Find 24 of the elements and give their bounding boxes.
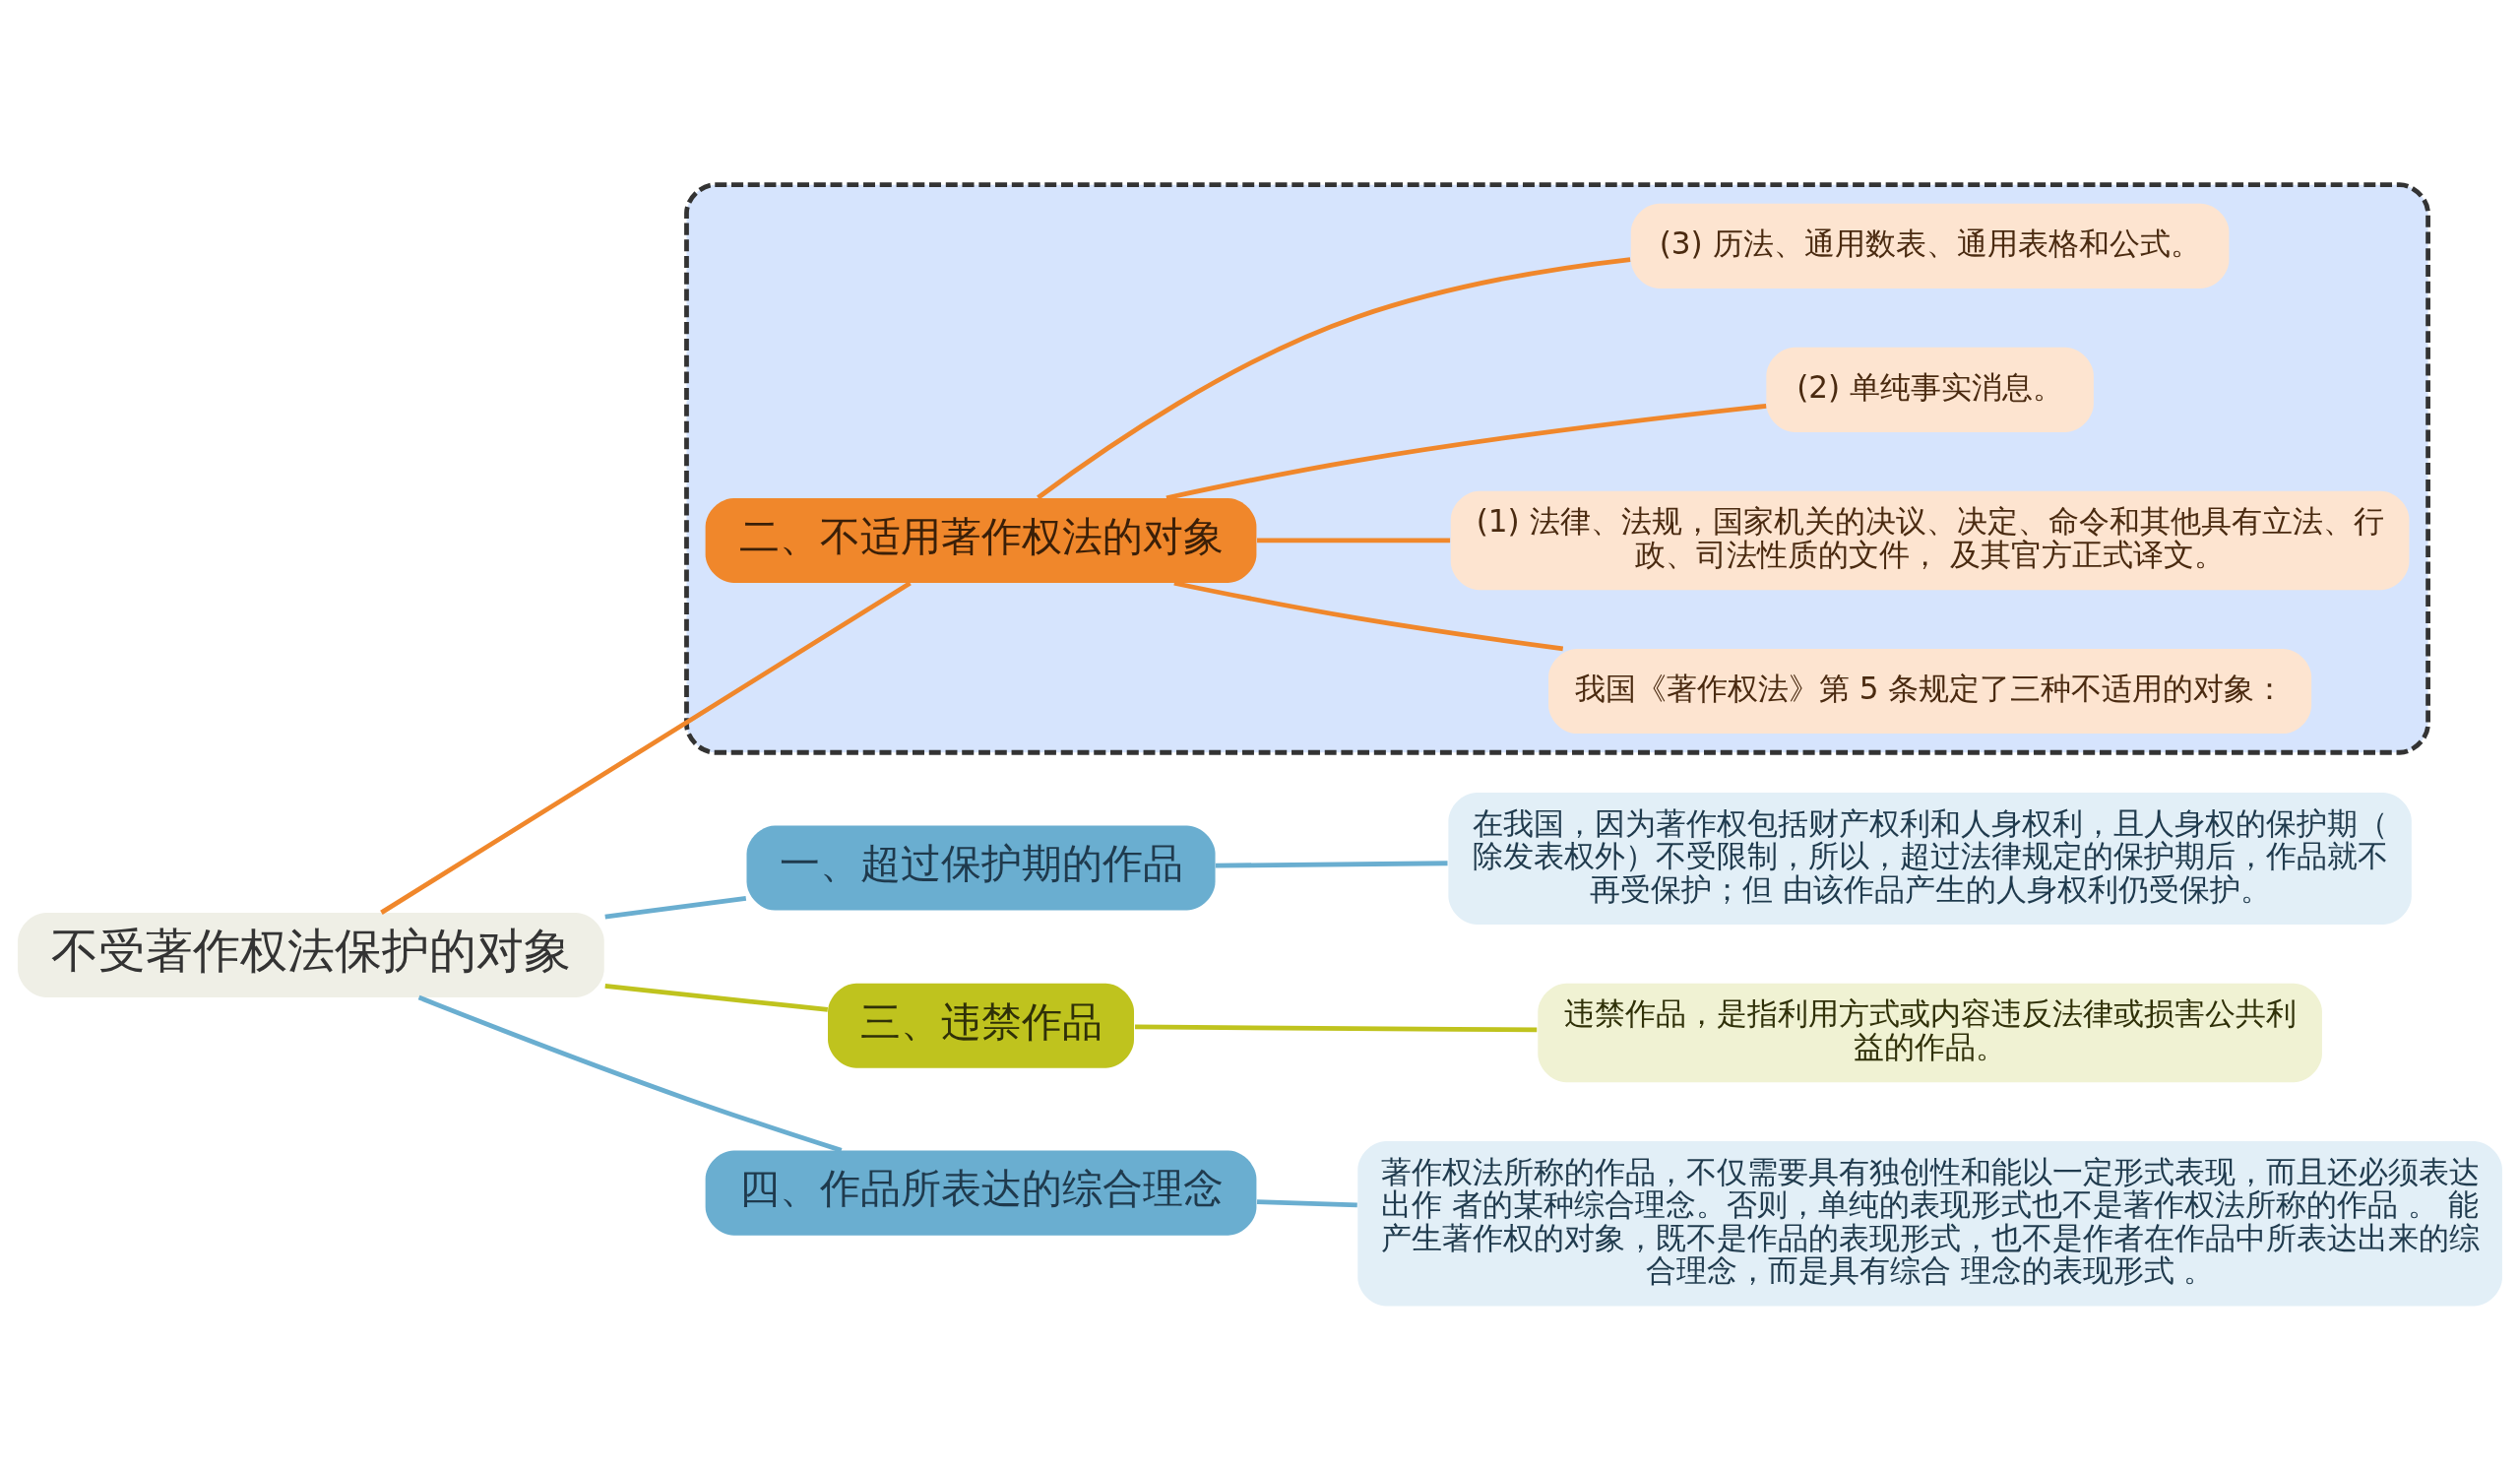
node-box: 著作权法所称的作品，不仅需要具有独创性和能以一定形式表现，而且还必须表达出作 者的某种综合理念。否则，单纯的表现形式也不是著作权法所称的作品 。 能产生著作权的对象，既不是作品的表现形式，也不是作者在作品中所表达出来的综合理念，而是具有综合 理念的表现形式 。 [1357,1140,2502,1307]
node-box: (1) 法律、法规，国家机关的决议、决定、命令和其他具有立法、行政、司法性质的文件， 及其官方正式译文。 [1450,490,2410,591]
connector [1173,580,1564,652]
node-box: (3) 历法、通用数表、通用表格和公式。 [1630,203,2230,288]
connector [1166,403,1767,501]
node-box: 违禁作品，是指利用方式或内容违反法律或损害公共利益的作品。 [1538,983,2322,1083]
cluster [684,182,2430,755]
connector [604,984,829,1012]
connector [1135,1024,1538,1033]
node-box: 二、不适用著作权法的对象 [705,497,1257,583]
node-box: 在我国，因为著作权包括财产权利和人身权利，且人身权的保护期（除发表权外）不受限制，所以，超过法律规定的保护期后，作品就不再受保护；但 由该作品产生的人身权利仍受保护。 [1448,792,2412,925]
node-box: 三、违禁作品 [828,983,1134,1068]
connector [1215,861,1448,868]
node-box: 我国《著作权法》第 5 条规定了三种不适用的对象： [1548,649,2312,735]
connector [1037,257,1631,500]
connector [604,896,747,920]
node-box: 一、超过保护期的作品 [746,825,1216,911]
connector [1257,538,1451,544]
node-box: 不受著作权法保护的对象 [18,912,604,998]
node-box: (2) 单纯事实消息。 [1766,347,2094,432]
connector [380,581,912,915]
node-box: 四、作品所表达的综合理念 [705,1150,1257,1236]
connector [1256,1199,1357,1208]
connector [417,994,843,1153]
